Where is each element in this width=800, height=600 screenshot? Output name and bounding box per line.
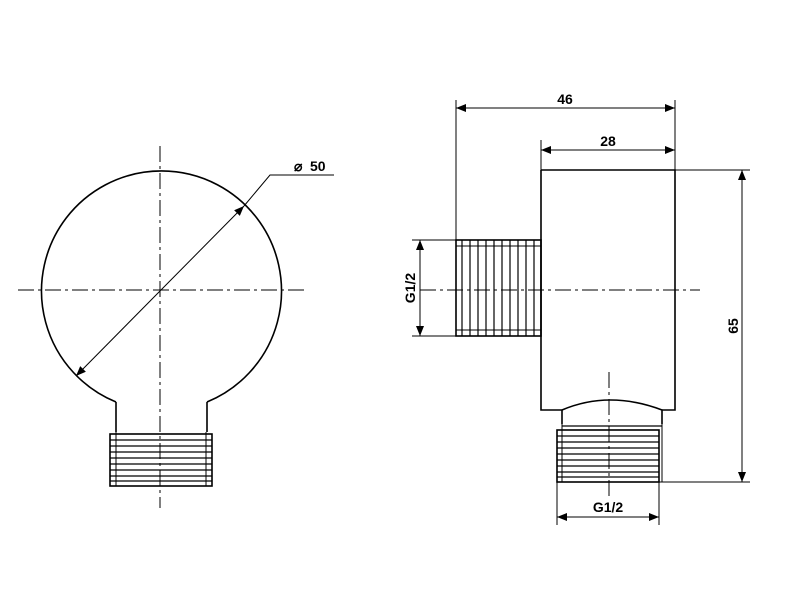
body-length-dimension: 28 <box>540 133 675 170</box>
side-thread-label: G1/2 <box>402 273 418 304</box>
height-dimension: 65 <box>659 169 750 483</box>
side-view: 46 28 65 G1/2 G1/2 <box>402 91 750 525</box>
front-neck <box>115 402 208 432</box>
diameter-leader <box>243 174 334 207</box>
side-bottom-thread <box>556 424 663 483</box>
side-thread <box>455 239 542 337</box>
front-bottom-thread <box>109 432 213 487</box>
diameter-dimension-line <box>75 205 245 377</box>
height-label: 65 <box>725 318 741 334</box>
diameter-symbol: ⌀ <box>294 158 303 174</box>
bottom-thread-label: G1/2 <box>593 499 624 515</box>
overall-length-label: 46 <box>557 91 573 107</box>
diameter-label: 50 <box>310 158 326 174</box>
overall-length-dimension: 46 <box>455 91 676 240</box>
bottom-thread-dimension: G1/2 <box>556 482 660 525</box>
side-bottom-dome <box>561 399 663 424</box>
side-thread-dimension: G1/2 <box>402 239 456 337</box>
body-length-label: 28 <box>600 133 616 149</box>
front-body-circle <box>40 170 283 403</box>
front-view: ⌀ 50 <box>18 146 334 508</box>
